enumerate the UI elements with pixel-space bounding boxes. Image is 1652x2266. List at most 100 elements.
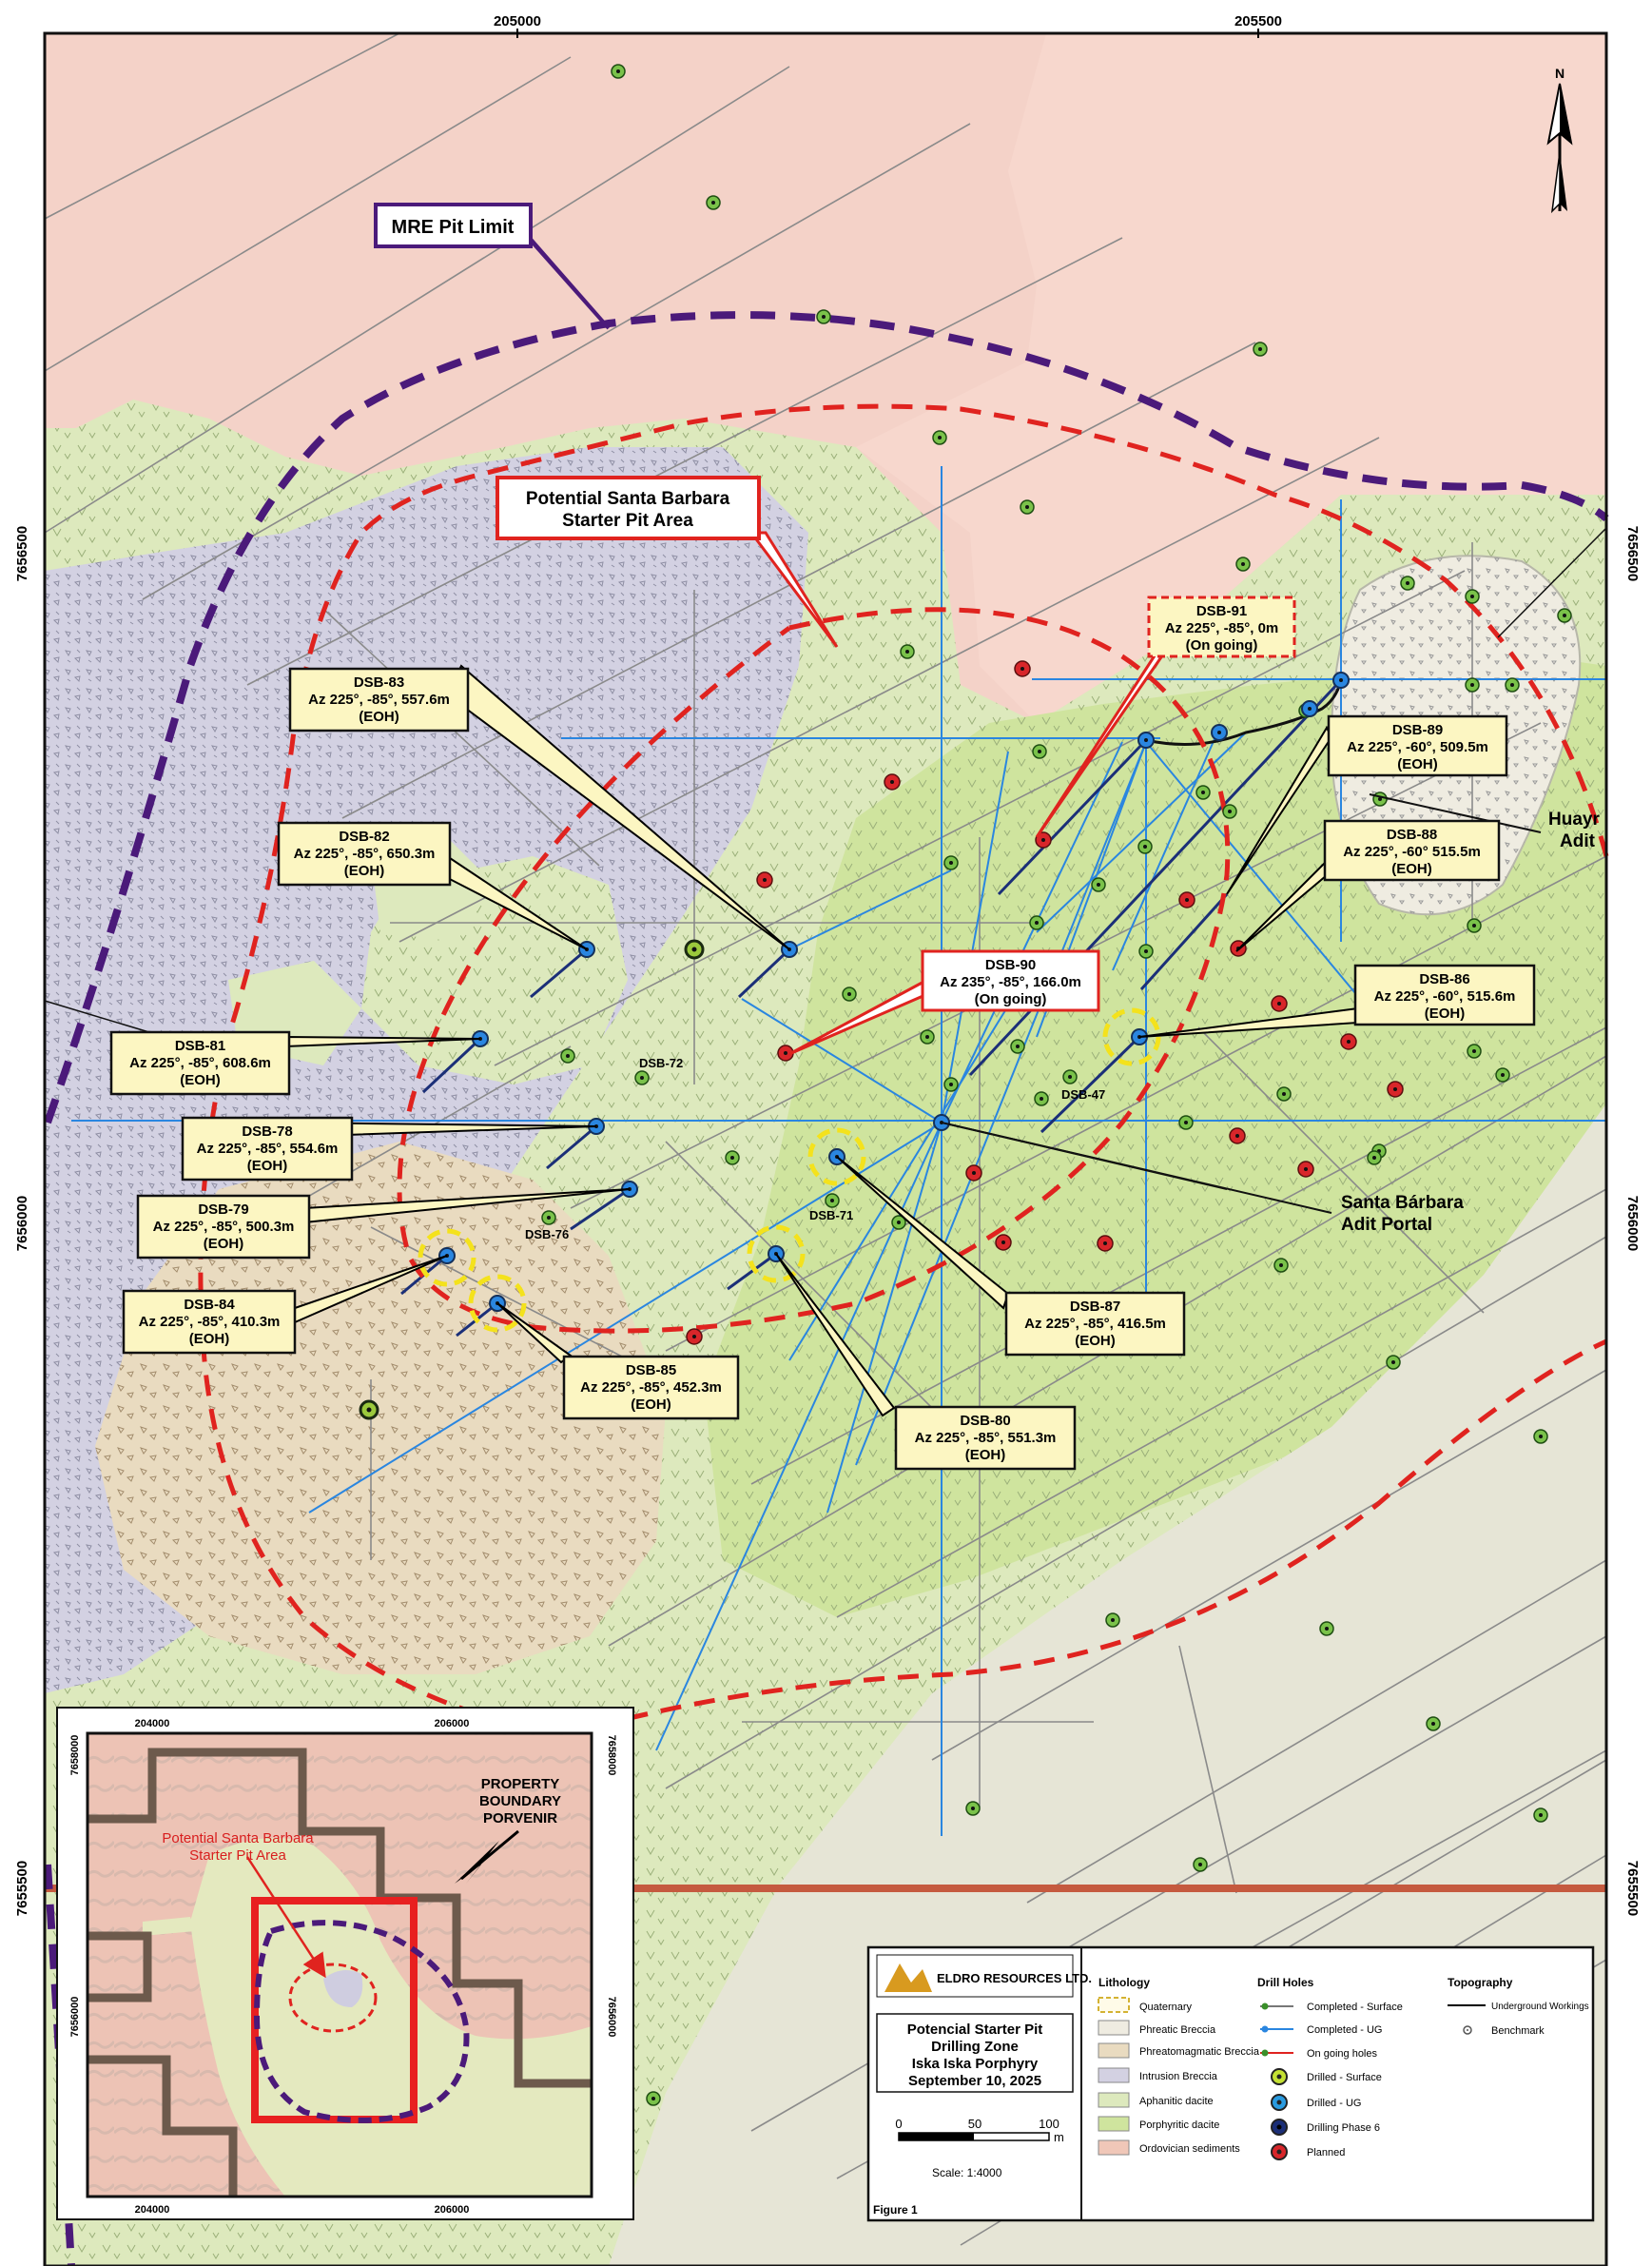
callout-line: (On going) <box>1186 637 1258 654</box>
starter-pit-callout: Potential Santa Barbara Starter Pit Area <box>496 476 761 540</box>
surface-hole-marker <box>965 1801 981 1816</box>
inset-starter-rect <box>251 1897 418 2123</box>
callout-line: Az 225°, -85°, 0m <box>1165 620 1279 636</box>
callout-line: (EOH) <box>180 1072 221 1088</box>
callout-line: DSB-88 <box>1387 827 1437 843</box>
callout-line: Az 225°, -85°, 554.6m <box>197 1141 339 1157</box>
drill-header: Drill Holes <box>1257 1976 1314 1989</box>
inset-boundary-2: BOUNDARY <box>479 1793 561 1809</box>
surface-hole-marker <box>1319 1621 1334 1636</box>
scale-unit: m <box>1054 2130 1064 2144</box>
swatch-quaternary <box>1098 1997 1130 2013</box>
callout-line: (EOH) <box>1397 756 1438 772</box>
swatch-phreatic <box>1098 2020 1130 2036</box>
callout-line: (EOH) <box>344 863 385 879</box>
callout-line: DSB-79 <box>198 1201 248 1218</box>
callout-line: Az 225°, -60°, 509.5m <box>1347 739 1488 755</box>
inset-boundary-1: PROPERTY <box>481 1776 560 1792</box>
surface-hole-marker <box>1105 1612 1120 1628</box>
surface-hole-marker <box>1465 589 1480 604</box>
surface-hole-marker <box>932 430 947 445</box>
planned-hole-marker <box>884 773 901 791</box>
figure-title-1: Potencial Starter Pit <box>907 2022 1043 2038</box>
surface-hole-marker <box>1235 557 1251 572</box>
callout-line: Az 225°, -85°, 410.3m <box>139 1314 281 1330</box>
adit-portal-label-2: Adit Portal <box>1341 1215 1432 1235</box>
company-name: ELDRO RESOURCES LTD. <box>937 1971 1092 1985</box>
surface-hole-marker <box>1195 785 1211 800</box>
drill-drilled-ug: Drilled - UG <box>1307 2098 1361 2109</box>
surface-hole-marker <box>1400 576 1415 591</box>
hole-label-dsb72: DSB-72 <box>639 1056 683 1070</box>
map-area <box>45 33 1606 2266</box>
completed-ug-icon <box>1261 2025 1269 2033</box>
callout-line: (EOH) <box>631 1397 671 1413</box>
planned-hole-marker <box>1035 831 1052 849</box>
planned-hole-marker <box>995 1234 1012 1251</box>
highlight-circles <box>418 1007 1161 1333</box>
inset-map: Potential Santa Barbara Starter Pit Area… <box>56 1707 634 2220</box>
inset-y-left-2: 7656000 <box>69 1997 81 2038</box>
planned-hole-marker <box>1387 1081 1404 1098</box>
drilled-surface-marker <box>684 939 705 960</box>
figure-title-3: Iska Iska Porphyry <box>912 2056 1039 2072</box>
callout-line: Az 225°, -85°, 650.3m <box>294 846 436 862</box>
swatch-ordovician <box>1098 2139 1130 2156</box>
surface-hole-marker <box>1137 839 1153 854</box>
planned-hole-marker <box>686 1328 703 1345</box>
callout-line: (EOH) <box>189 1331 230 1347</box>
scale-tick-0: 0 <box>895 2117 902 2131</box>
callout-line: DSB-91 <box>1196 603 1247 619</box>
hole-label-dsb76: DSB-76 <box>525 1227 569 1241</box>
inset-property-boundary <box>87 1748 592 2197</box>
drill-completed-ug: Completed - UG <box>1307 2024 1382 2036</box>
surface-hole-marker <box>900 644 915 659</box>
surface-hole-marker <box>842 986 857 1002</box>
drill-completed-surface: Completed - Surface <box>1307 2002 1403 2013</box>
callout-line: Az 225°, -60°, 515.6m <box>1374 988 1516 1005</box>
y-label-right-1: 7656500 <box>1624 526 1641 581</box>
x-label-top-1: 205000 <box>494 13 541 29</box>
callout-line: DSB-82 <box>339 829 389 845</box>
topo-workings: Underground Workings <box>1491 2002 1589 2012</box>
lith-quaternary: Quaternary <box>1139 2002 1193 2013</box>
planned-hole-marker <box>1340 1033 1357 1050</box>
surface-hole-marker <box>634 1070 650 1085</box>
surface-hole-marker <box>1062 1069 1078 1084</box>
inset-starter-label-1: Potential Santa Barbara <box>162 1830 314 1846</box>
surface-hole-marker <box>1032 744 1047 759</box>
starter-pit-outline <box>198 403 1609 1739</box>
inset-x-top-2: 206000 <box>435 1718 470 1729</box>
callout-line: Az 235°, -85°, 166.0m <box>940 974 1081 990</box>
completed-surface-icon <box>1261 2002 1269 2010</box>
scale-tick-50: 50 <box>968 2117 981 2131</box>
swatch-intrusion <box>1098 2067 1130 2083</box>
callout-line: (EOH) <box>247 1158 288 1174</box>
callout-line: DSB-87 <box>1070 1299 1120 1315</box>
line-top-right <box>1497 527 1607 638</box>
ongoing-hole-icon <box>1261 2049 1269 2057</box>
y-label-left-1: 7656500 <box>14 526 30 581</box>
hole-label-dsb47: DSB-47 <box>1061 1087 1105 1102</box>
starter-pit-label-1: Potential Santa Barbara <box>526 489 730 509</box>
starter-pit-label-2: Starter Pit Area <box>562 511 693 531</box>
swatch-phreatomagmatic <box>1098 2042 1130 2059</box>
surface-hole-marker <box>1029 915 1044 930</box>
callout-line: Az 225°, -85°, 500.3m <box>153 1219 295 1235</box>
callout-line: (EOH) <box>204 1236 244 1252</box>
callout-line: Az 225°, -85°, 557.6m <box>308 692 450 708</box>
company-logo-icon <box>884 1963 932 1992</box>
lith-phreatomagmatic: Phreatomagmatic Breccia <box>1139 2046 1260 2058</box>
surface-hole-marker <box>1222 804 1237 819</box>
planned-holes <box>686 660 1404 1345</box>
surface-hole-marker <box>560 1048 575 1064</box>
planned-hole-marker <box>1229 1127 1246 1144</box>
